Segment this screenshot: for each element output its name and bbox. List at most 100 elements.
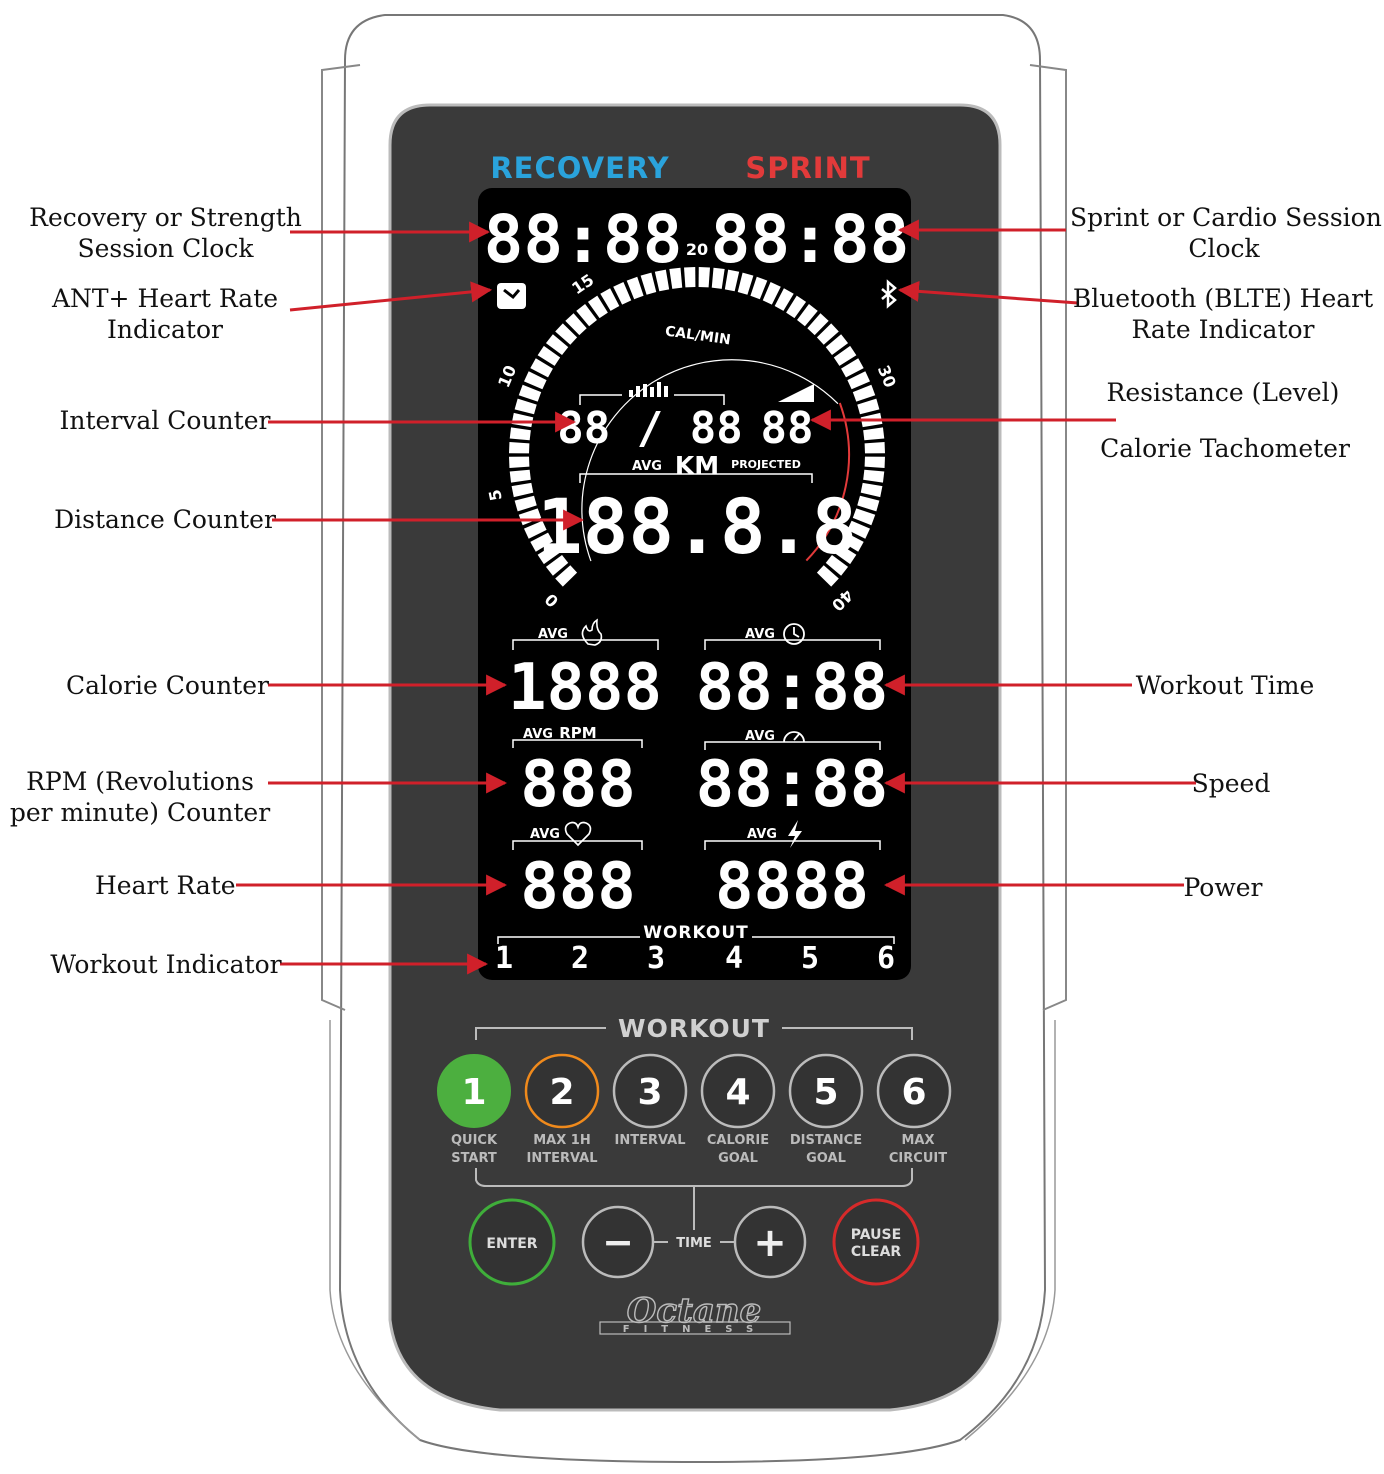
tach-segment <box>640 272 657 295</box>
lcd-screen <box>478 188 911 980</box>
power-avg: AVG <box>747 827 777 842</box>
tach-segment <box>514 495 537 512</box>
sprint-title: SPRINT <box>745 151 870 185</box>
heart-icon <box>564 821 592 847</box>
workout-header: WORKOUT <box>618 1014 770 1043</box>
tach-segment <box>511 412 534 428</box>
workout-button-caption: DISTANCE <box>790 1133 862 1148</box>
tach-inner-arc <box>581 359 839 562</box>
tach-segment <box>737 272 754 295</box>
rpm-avg: AVG <box>523 727 553 742</box>
tach-segment <box>669 267 683 289</box>
tach-segment <box>514 398 537 415</box>
distance-avg: AVG <box>632 459 662 474</box>
calorie-avg: AVG <box>538 627 568 642</box>
interval-icon <box>629 382 668 397</box>
label-recovery-clock-line1: Recovery or Strength <box>29 203 302 232</box>
tach-segment <box>797 303 818 327</box>
workout-button-caption: INTERVAL <box>615 1133 686 1148</box>
workout-button-caption: MAX 1H <box>533 1133 590 1148</box>
enter-button[interactable]: ENTER <box>468 1198 556 1286</box>
lcd-workout-number: 5 <box>801 941 819 976</box>
tach-segment <box>724 269 740 292</box>
tach-segment <box>537 544 561 565</box>
brand-logo: Octane <box>627 1291 761 1331</box>
rpm-counter: 888 <box>520 748 636 822</box>
label-sprint-clock-line1: Sprint or Cardio Session <box>1070 203 1382 232</box>
tach-segment <box>587 295 608 319</box>
label-ant-hr-line1: ANT+ Heart Rate <box>51 284 279 313</box>
label-recovery-clock: Recovery or Strength Session Clock <box>28 202 303 264</box>
lcd-workout-number: 6 <box>877 941 895 976</box>
tach-segment <box>509 427 531 441</box>
tach-segment <box>816 323 839 345</box>
workout-button-ring <box>788 1053 864 1129</box>
tach-segment <box>555 565 578 587</box>
tach-segment <box>847 520 871 539</box>
tach-segment <box>825 555 849 576</box>
workout-button-caption: CIRCUIT <box>889 1151 947 1166</box>
plus-label: + <box>753 1220 787 1266</box>
tach-segment <box>613 281 632 305</box>
tach-segment <box>863 427 885 441</box>
tach-segment <box>841 532 864 552</box>
time-plus-button[interactable]: + <box>733 1205 807 1279</box>
workout-button-caption: INTERVAL <box>527 1151 598 1166</box>
workout-button-number: 5 <box>813 1072 838 1113</box>
label-workout-time: Workout Time <box>1135 671 1315 700</box>
tach-segment <box>545 555 569 576</box>
tach-segment <box>698 267 710 288</box>
tach-segment <box>600 288 620 311</box>
tach-segment <box>864 456 885 468</box>
tach-segment <box>750 276 768 300</box>
tach-segment <box>509 469 531 483</box>
tach-segment <box>807 313 829 336</box>
label-recovery-clock-line2: Session Clock <box>77 234 254 263</box>
pause-clear-button[interactable]: PAUSE CLEAR <box>832 1198 920 1286</box>
label-ant-hr-line2: Indicator <box>107 315 223 344</box>
tach-segment <box>816 565 839 587</box>
tach-segment <box>852 384 876 402</box>
workout-button-ring <box>612 1053 688 1129</box>
resistance-icon <box>778 384 814 402</box>
lcd-workout-number: 1 <box>495 941 513 976</box>
tach-tick-label: 5 <box>485 488 506 503</box>
tach-segment <box>825 334 849 355</box>
label-bluetooth-hr-line1: Bluetooth (BLTE) Heart <box>1072 284 1374 313</box>
lightning-icon <box>788 820 802 848</box>
speed: 88:88 <box>696 748 889 822</box>
label-sprint-clock: Sprint or Cardio Session Clock <box>1070 202 1382 264</box>
label-speed: Speed <box>1191 769 1271 798</box>
label-distance-counter: Distance Counter <box>54 505 276 534</box>
label-calorie-counter: Calorie Counter <box>66 671 269 700</box>
tach-segment <box>847 371 871 390</box>
tach-segment <box>509 456 530 468</box>
workout-button-number: 6 <box>901 1072 926 1113</box>
label-resistance: Resistance (Level) <box>1106 378 1340 407</box>
minus-label: − <box>602 1220 634 1264</box>
workout-button-number: 1 <box>461 1072 486 1113</box>
speed-avg: AVG <box>745 729 775 744</box>
label-ant-hr: ANT+ Heart Rate Indicator <box>40 283 290 345</box>
workout-button-number: 3 <box>637 1072 662 1113</box>
workout-button-caption: START <box>451 1151 497 1166</box>
tach-segment <box>863 469 885 483</box>
label-rpm-counter-line1: RPM (Revolutions <box>26 767 254 796</box>
rpm-label: RPM <box>559 724 596 742</box>
tach-segment <box>523 371 547 390</box>
power: 8888 <box>715 850 869 924</box>
interval-counter: 88 / 88 <box>557 403 742 454</box>
tach-segment <box>530 532 553 552</box>
time-minus-button[interactable]: − <box>581 1205 655 1279</box>
label-bluetooth-hr: Bluetooth (BLTE) Heart Rate Indicator <box>1070 283 1376 345</box>
label-interval-counter: Interval Counter <box>59 406 271 435</box>
